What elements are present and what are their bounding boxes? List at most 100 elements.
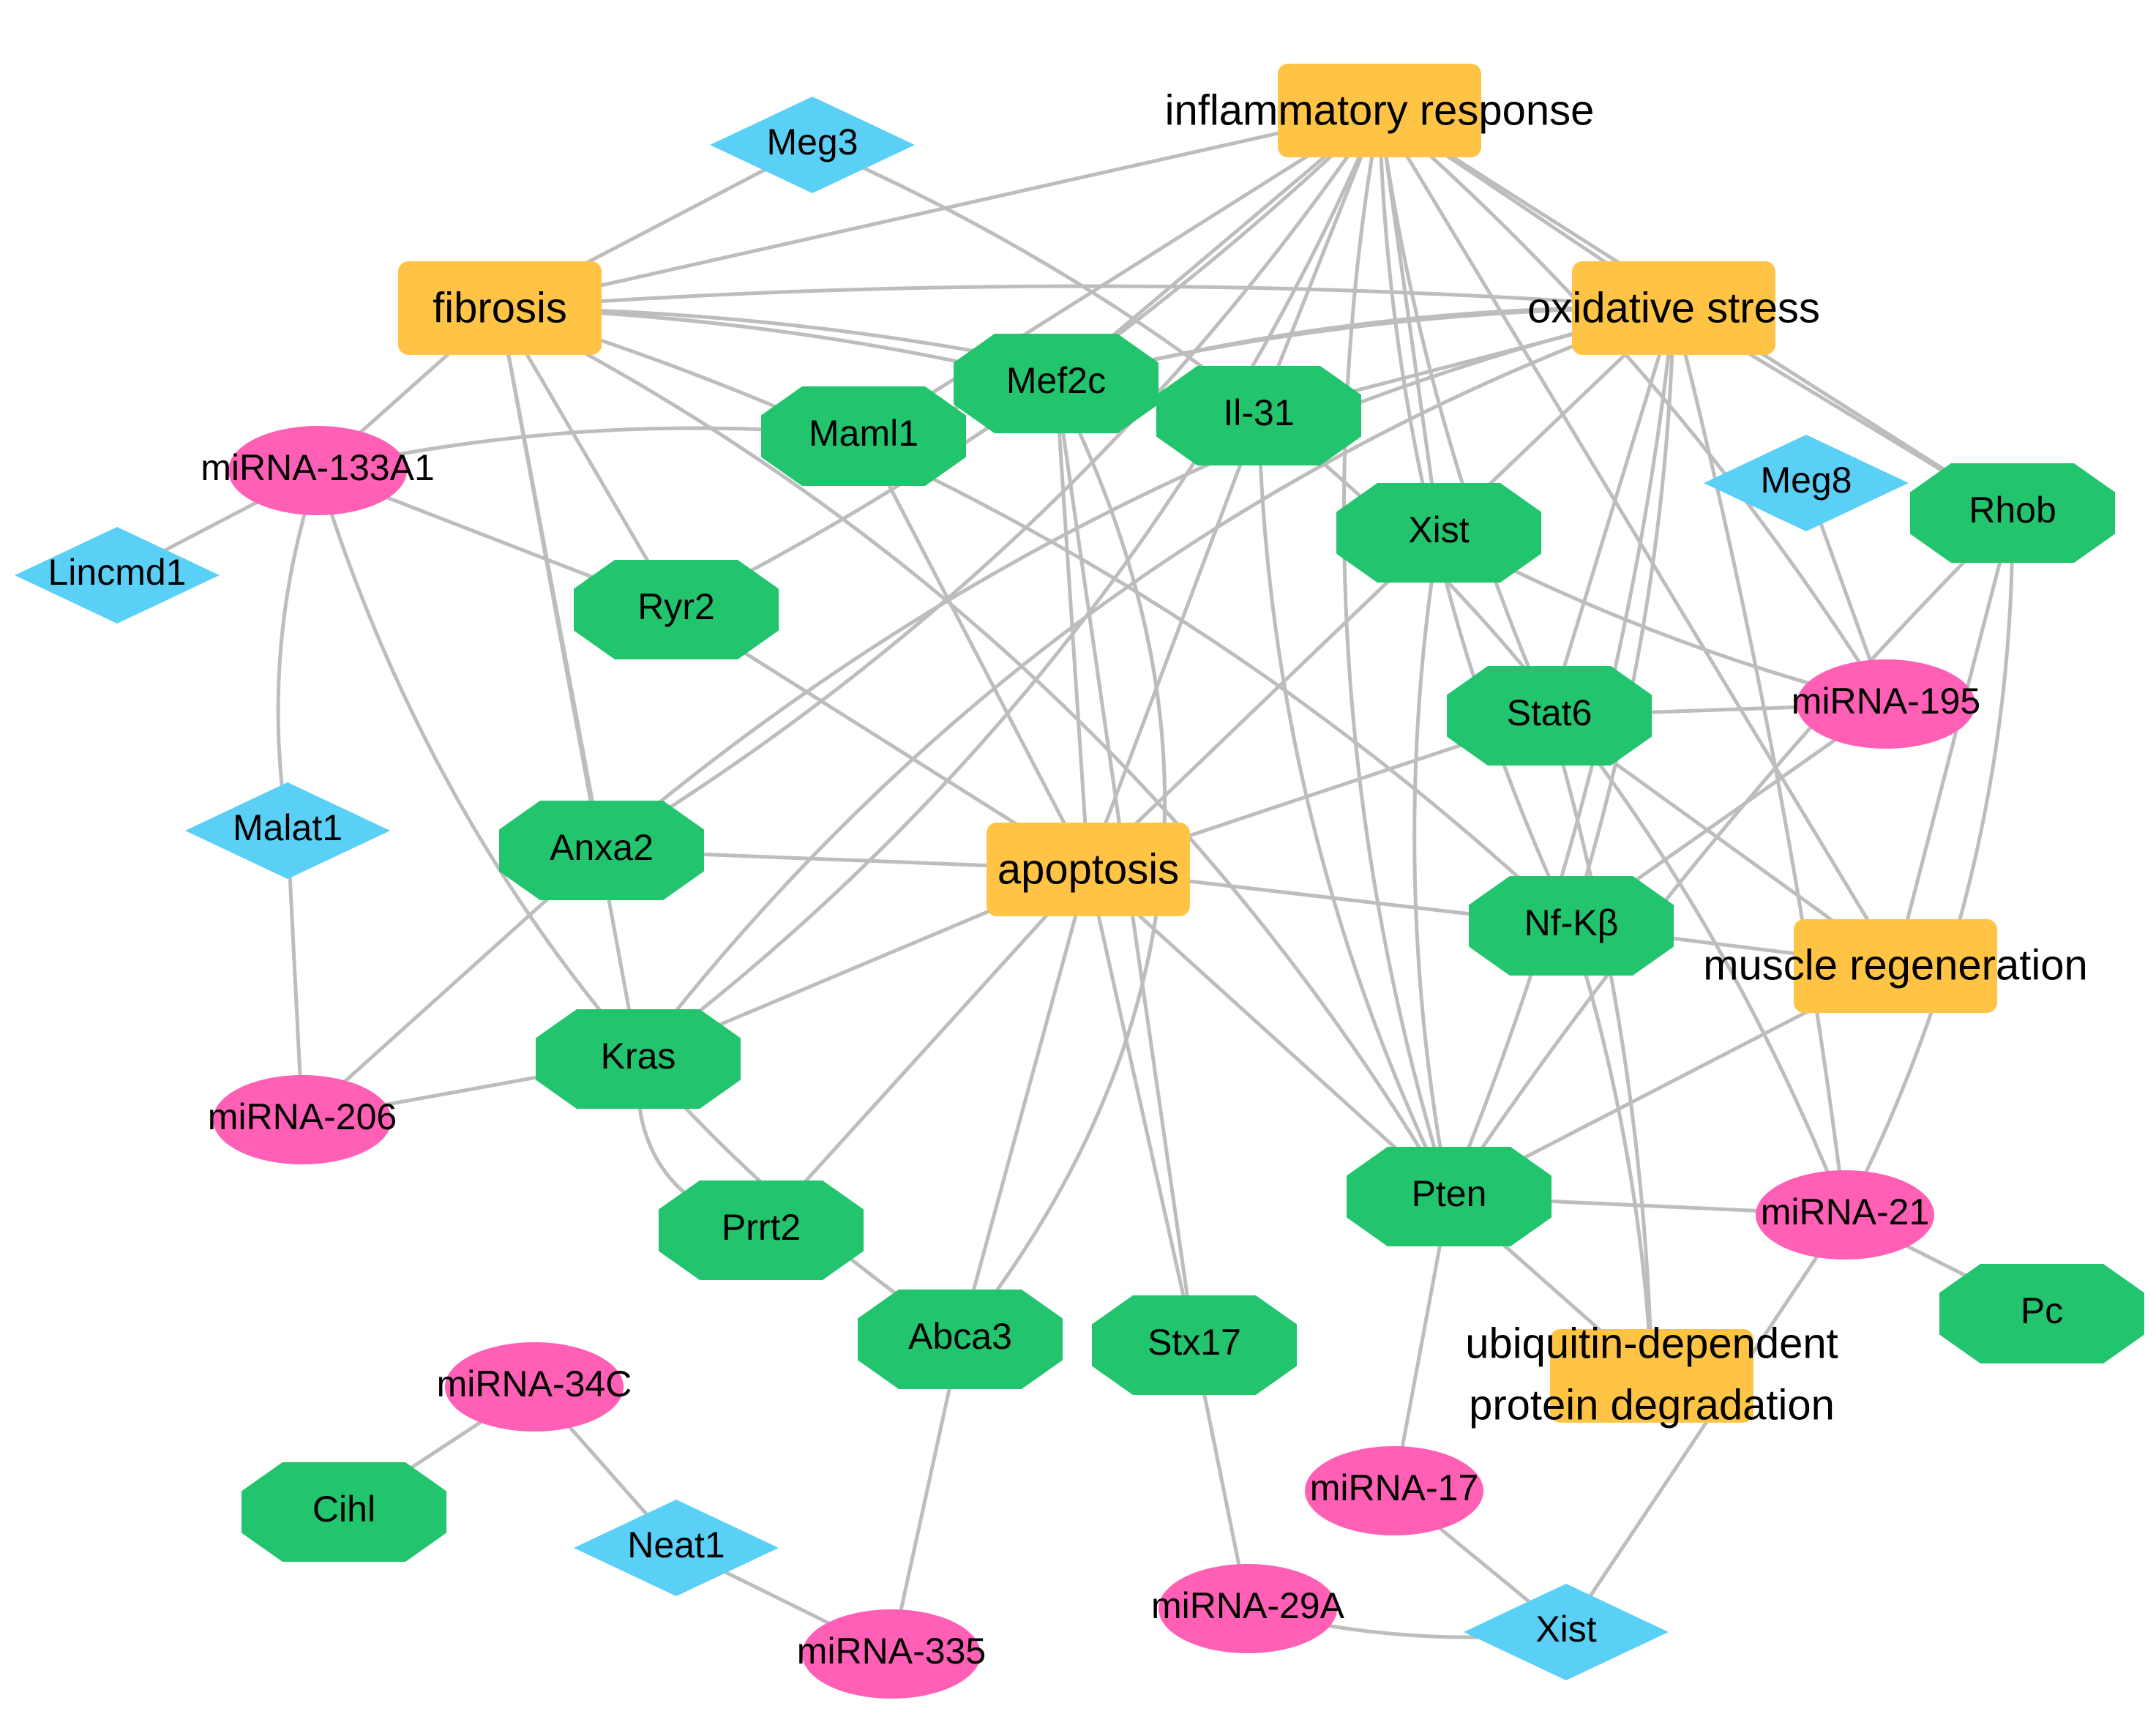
node-xistD[interactable]: Xist — [1464, 1584, 1669, 1680]
node-malat1[interactable]: Malat1 — [185, 782, 390, 879]
edge-nfkb-ubiquitin — [1569, 924, 1654, 1378]
node-anxa2[interactable]: Anxa2 — [499, 801, 704, 900]
node-mef2c[interactable]: Mef2c — [954, 334, 1159, 433]
mirna-shape — [1305, 1446, 1483, 1535]
node-label: Neat1 — [627, 1524, 725, 1565]
edge-oxidative-mir21 — [1672, 306, 1847, 1217]
node-neat1[interactable]: Neat1 — [574, 1500, 779, 1596]
edge-rhob-pten — [1447, 511, 2015, 1199]
edge-inflammatory-anxa2 — [599, 108, 1382, 853]
edge-fibrosis-pten — [498, 306, 1451, 1199]
node-label: miRNA-34C — [437, 1363, 632, 1404]
node-label: miRNA-17 — [1310, 1467, 1479, 1508]
node-nfkb[interactable]: Nf-Kβ — [1469, 876, 1674, 976]
node-label: miRNA-335 — [797, 1631, 986, 1672]
node-label: Anxa2 — [550, 827, 654, 868]
edge-pten-xistO — [1412, 531, 1451, 1199]
edge-apoptosis-stx17 — [1086, 867, 1197, 1347]
gene-shape — [1156, 366, 1361, 465]
node-label: inflammatory response — [1165, 86, 1595, 134]
node-muscle[interactable]: muscle regeneration — [1703, 919, 2088, 1013]
node-meg3[interactable]: Meg3 — [710, 97, 915, 193]
node-pten[interactable]: Pten — [1347, 1147, 1552, 1246]
gene-shape — [1347, 1147, 1552, 1246]
gene-shape — [242, 1462, 446, 1562]
process-shape — [1794, 919, 1997, 1013]
node-mir335[interactable]: miRNA-335 — [797, 1609, 986, 1699]
node-mir34c[interactable]: miRNA-34C — [437, 1342, 632, 1432]
edge-fibrosis-kras — [498, 306, 640, 1061]
edge-apoptosis-prrt2 — [759, 867, 1090, 1232]
gene-shape — [954, 334, 1159, 433]
gene-shape — [1910, 463, 2115, 563]
node-pc[interactable]: Pc — [1939, 1264, 2144, 1363]
node-label-line2: protein degradation — [1469, 1381, 1835, 1429]
node-oxidative[interactable]: oxidative stress — [1527, 261, 1820, 355]
node-label: Nf-Kβ — [1524, 902, 1619, 943]
node-inflammatory[interactable]: inflammatory response — [1165, 64, 1595, 157]
node-rhob[interactable]: Rhob — [1910, 463, 2115, 563]
node-label: miRNA-21 — [1761, 1191, 1930, 1232]
node-label: Ryr2 — [637, 586, 715, 627]
node-meg8[interactable]: Meg8 — [1704, 435, 1909, 531]
mirna-shape — [1159, 1564, 1337, 1653]
node-maml1[interactable]: Maml1 — [761, 386, 966, 486]
node-fibrosis[interactable]: fibrosis — [398, 261, 602, 355]
lncrna-shape — [574, 1500, 779, 1596]
lncrna-shape — [15, 527, 220, 624]
node-kras[interactable]: Kras — [536, 1009, 741, 1109]
node-label: Xist — [1535, 1609, 1596, 1650]
node-il31[interactable]: Il-31 — [1156, 366, 1361, 465]
node-prrt2[interactable]: Prrt2 — [659, 1180, 864, 1280]
node-stx17[interactable]: Stx17 — [1092, 1295, 1297, 1395]
node-mir133[interactable]: miRNA-133A1 — [201, 426, 435, 515]
node-label: Pc — [2021, 1290, 2063, 1331]
edge-oxidative-kras — [636, 306, 1676, 1061]
process-shape — [1572, 261, 1775, 355]
node-stat6[interactable]: Stat6 — [1447, 666, 1652, 766]
node-abca3[interactable]: Abca3 — [858, 1290, 1063, 1389]
edge-mir21-xistD — [1564, 1213, 1847, 1634]
gene-shape — [659, 1180, 864, 1280]
node-apoptosis[interactable]: apoptosis — [987, 823, 1190, 916]
node-mir17[interactable]: miRNA-17 — [1305, 1446, 1483, 1535]
node-lincmd1[interactable]: Lincmd1 — [15, 527, 220, 624]
mirna-shape — [1756, 1170, 1934, 1260]
process-shape — [987, 823, 1190, 916]
mirna-shape — [1797, 659, 1975, 749]
node-cihl[interactable]: Cihl — [242, 1462, 446, 1562]
gene-shape — [1447, 666, 1652, 766]
edge-mir133-malat1 — [276, 468, 320, 833]
node-label: miRNA-206 — [208, 1096, 397, 1137]
edge-inflammatory-mir195 — [1377, 108, 1888, 706]
node-label: fibrosis — [433, 284, 567, 332]
edge-fibrosis-nfkb — [498, 306, 1573, 928]
node-label: miRNA-29A — [1151, 1585, 1345, 1626]
edge-inflammatory-kras — [636, 108, 1382, 1061]
gene-shape — [1092, 1295, 1297, 1395]
node-mir21[interactable]: miRNA-21 — [1756, 1170, 1934, 1260]
process-shape — [1278, 64, 1481, 157]
lncrna-shape — [1464, 1584, 1669, 1680]
node-label: Il-31 — [1223, 392, 1294, 433]
node-label: Prrt2 — [722, 1207, 801, 1248]
node-mir195[interactable]: miRNA-195 — [1792, 659, 1980, 749]
edge-inflammatory-pten — [1341, 108, 1451, 1199]
node-label: Xist — [1408, 509, 1469, 550]
gene-shape — [858, 1290, 1063, 1389]
node-label: miRNA-133A1 — [201, 447, 435, 488]
node-label: Malat1 — [233, 807, 343, 848]
node-ryr2[interactable]: Ryr2 — [574, 560, 779, 659]
edge-oxidative-stat6 — [1547, 306, 1676, 718]
edge-apoptosis-abca3 — [958, 867, 1090, 1341]
node-label: Maml1 — [809, 413, 918, 454]
edge-apoptosis-maml1 — [861, 434, 1090, 872]
lncrna-shape — [185, 782, 390, 879]
node-label: Meg3 — [766, 121, 858, 162]
gene-shape — [536, 1009, 741, 1109]
node-mir206[interactable]: miRNA-206 — [208, 1075, 397, 1164]
node-mir29a[interactable]: miRNA-29A — [1151, 1564, 1345, 1653]
node-xistO[interactable]: Xist — [1336, 483, 1541, 583]
mirna-shape — [228, 426, 407, 515]
